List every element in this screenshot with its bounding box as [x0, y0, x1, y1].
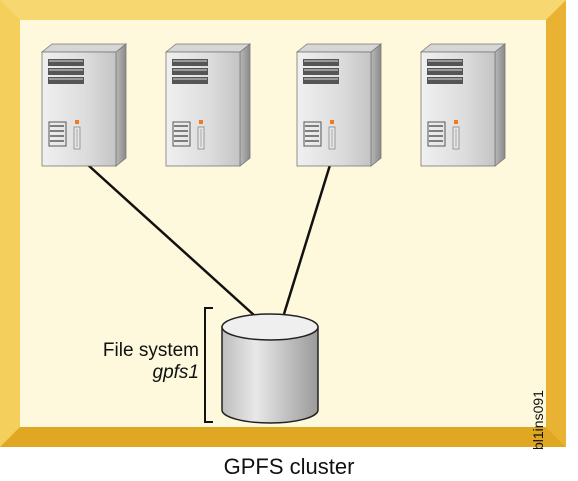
servers-group: [40, 43, 507, 167]
figure-id: bl1ins091: [530, 390, 546, 450]
server-icon: [295, 43, 383, 167]
filesystem-label: File system: [102, 340, 199, 361]
server-icon: [419, 43, 507, 167]
server-icon: [164, 43, 252, 167]
cluster-caption: GPFS cluster: [223, 454, 355, 479]
link-server3-disk: [282, 164, 332, 315]
filesystem-name: gpfs1: [152, 362, 199, 383]
disk-icon: [221, 313, 319, 424]
connections: [87, 164, 332, 317]
filesystem-bracket: [204, 307, 213, 423]
link-server1-disk: [87, 164, 256, 317]
server-icon: [40, 43, 128, 167]
